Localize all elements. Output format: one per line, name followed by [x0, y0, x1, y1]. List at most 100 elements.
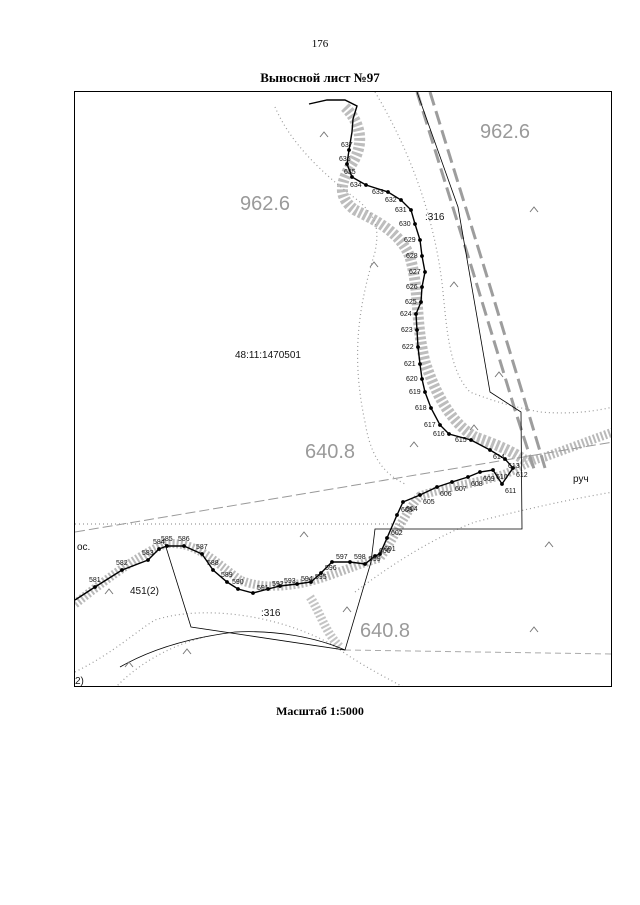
survey-point-label-624: 624: [400, 311, 412, 318]
dotted-boundary-4: [75, 612, 403, 686]
parcel-451-label: 451(2): [130, 586, 159, 597]
dotted-boundary-1: [274, 106, 406, 485]
survey-point-label-622: 622: [402, 344, 414, 351]
survey-point-589: [225, 580, 229, 584]
survey-point-602: [385, 536, 389, 540]
survey-point-label-595: 595: [315, 574, 327, 581]
survey-point-586: [182, 544, 186, 548]
survey-point-637: [347, 148, 351, 152]
survey-point-label-633: 633: [372, 189, 384, 196]
survey-point-629: [418, 238, 422, 242]
parcel-id-label: 48:11:1470501: [235, 350, 301, 361]
survey-point-623: [415, 328, 419, 332]
area-label-top-mid: 962.6: [240, 193, 290, 215]
survey-point-612: [511, 466, 515, 470]
survey-point-603: [395, 513, 399, 517]
sheet-title: Выносной лист №97: [260, 70, 380, 85]
survey-point-label-609: 609: [483, 476, 495, 483]
survey-point-598: [348, 560, 352, 564]
survey-point-label-632: 632: [385, 197, 397, 204]
survey-point-595: [309, 580, 313, 584]
survey-point-630: [413, 222, 417, 226]
area-label-center: 640.8: [305, 441, 355, 463]
survey-point-607: [450, 480, 454, 484]
survey-point-label-621: 621: [404, 361, 416, 368]
page-number: 176: [311, 38, 329, 50]
survey-point-615: [469, 438, 473, 442]
survey-point-label-635: 635: [344, 169, 356, 176]
survey-point-label-586: 586: [178, 536, 190, 543]
survey-point-label-629: 629: [404, 237, 416, 244]
survey-point-label-591: 591: [257, 585, 269, 592]
survey-point-label-600: 600: [379, 548, 391, 555]
survey-point-622: [416, 345, 420, 349]
survey-point-597: [330, 560, 334, 564]
survey-point-584: [157, 547, 161, 551]
survey-point-label-618: 618: [415, 405, 427, 412]
survey-point-label-588: 588: [207, 560, 219, 567]
survey-point-588: [211, 568, 215, 572]
area-label-top-right: 962.6: [480, 121, 530, 143]
survey-point-label-589: 589: [221, 572, 233, 579]
survey-point-634: [364, 183, 368, 187]
parcel-boundary-east: [370, 92, 523, 563]
survey-point-label-608: 608: [471, 481, 483, 488]
survey-point-618: [429, 406, 433, 410]
survey-point-label-602: 602: [391, 530, 403, 537]
survey-point-label-593: 593: [284, 578, 296, 585]
survey-point-label-597: 597: [336, 554, 348, 561]
dotted-boundary-6: [354, 491, 611, 593]
survey-point-label-581: 581: [89, 577, 101, 584]
survey-point-label-630: 630: [399, 221, 411, 228]
survey-point-614: [488, 448, 492, 452]
code-316-top: :316: [425, 212, 445, 223]
survey-point-592: [266, 587, 270, 591]
survey-point-label-583: 583: [142, 550, 154, 557]
survey-point-619: [423, 390, 427, 394]
survey-point-label-628: 628: [406, 253, 418, 260]
survey-point-label-592: 592: [272, 581, 284, 588]
survey-point-593: [278, 584, 282, 588]
survey-point-587: [200, 552, 204, 556]
surveyed-boundary-line: [75, 99, 514, 601]
survey-point-label-603: 603: [401, 507, 413, 514]
survey-point-585: [165, 544, 169, 548]
survey-point-label-598: 598: [354, 554, 366, 561]
survey-point-label-620: 620: [406, 376, 418, 383]
survey-point-631: [409, 208, 413, 212]
survey-point-582: [120, 568, 124, 572]
survey-point-632: [399, 198, 403, 202]
survey-point-591: [251, 591, 255, 595]
survey-point-628: [420, 254, 424, 258]
survey-point-label-584: 584: [153, 539, 165, 546]
survey-point-label-634: 634: [350, 182, 362, 189]
area-label-bottom: 640.8: [360, 620, 410, 642]
survey-point-583: [146, 558, 150, 562]
survey-point-label-610: 610: [496, 474, 508, 481]
survey-point-611: [500, 482, 504, 486]
survey-point-594: [295, 582, 299, 586]
survey-point-label-623: 623: [401, 327, 413, 334]
survey-point-label-613: 613: [508, 463, 520, 470]
survey-point-596: [319, 571, 323, 575]
survey-point-616: [447, 432, 451, 436]
survey-point-610: [491, 468, 495, 472]
survey-point-label-604: 604: [406, 506, 418, 513]
fragment-ruch-label: руч: [573, 474, 589, 485]
survey-point-label-596: 596: [325, 565, 337, 572]
survey-point-label-617: 617: [424, 422, 436, 429]
survey-point-label-601: 601: [384, 546, 396, 553]
survey-point-label-606: 606: [440, 491, 452, 498]
survey-point-label-626: 626: [406, 284, 418, 291]
survey-point-617: [438, 423, 442, 427]
terrain-symbols: [104, 131, 554, 668]
survey-point-label-607: 607: [455, 486, 467, 493]
survey-point-label-625: 625: [405, 299, 417, 306]
survey-point-590: [236, 587, 240, 591]
survey-point-636: [345, 162, 349, 166]
survey-point-label-612: 612: [516, 472, 528, 479]
survey-point-613: [503, 457, 507, 461]
survey-point-608: [466, 475, 470, 479]
